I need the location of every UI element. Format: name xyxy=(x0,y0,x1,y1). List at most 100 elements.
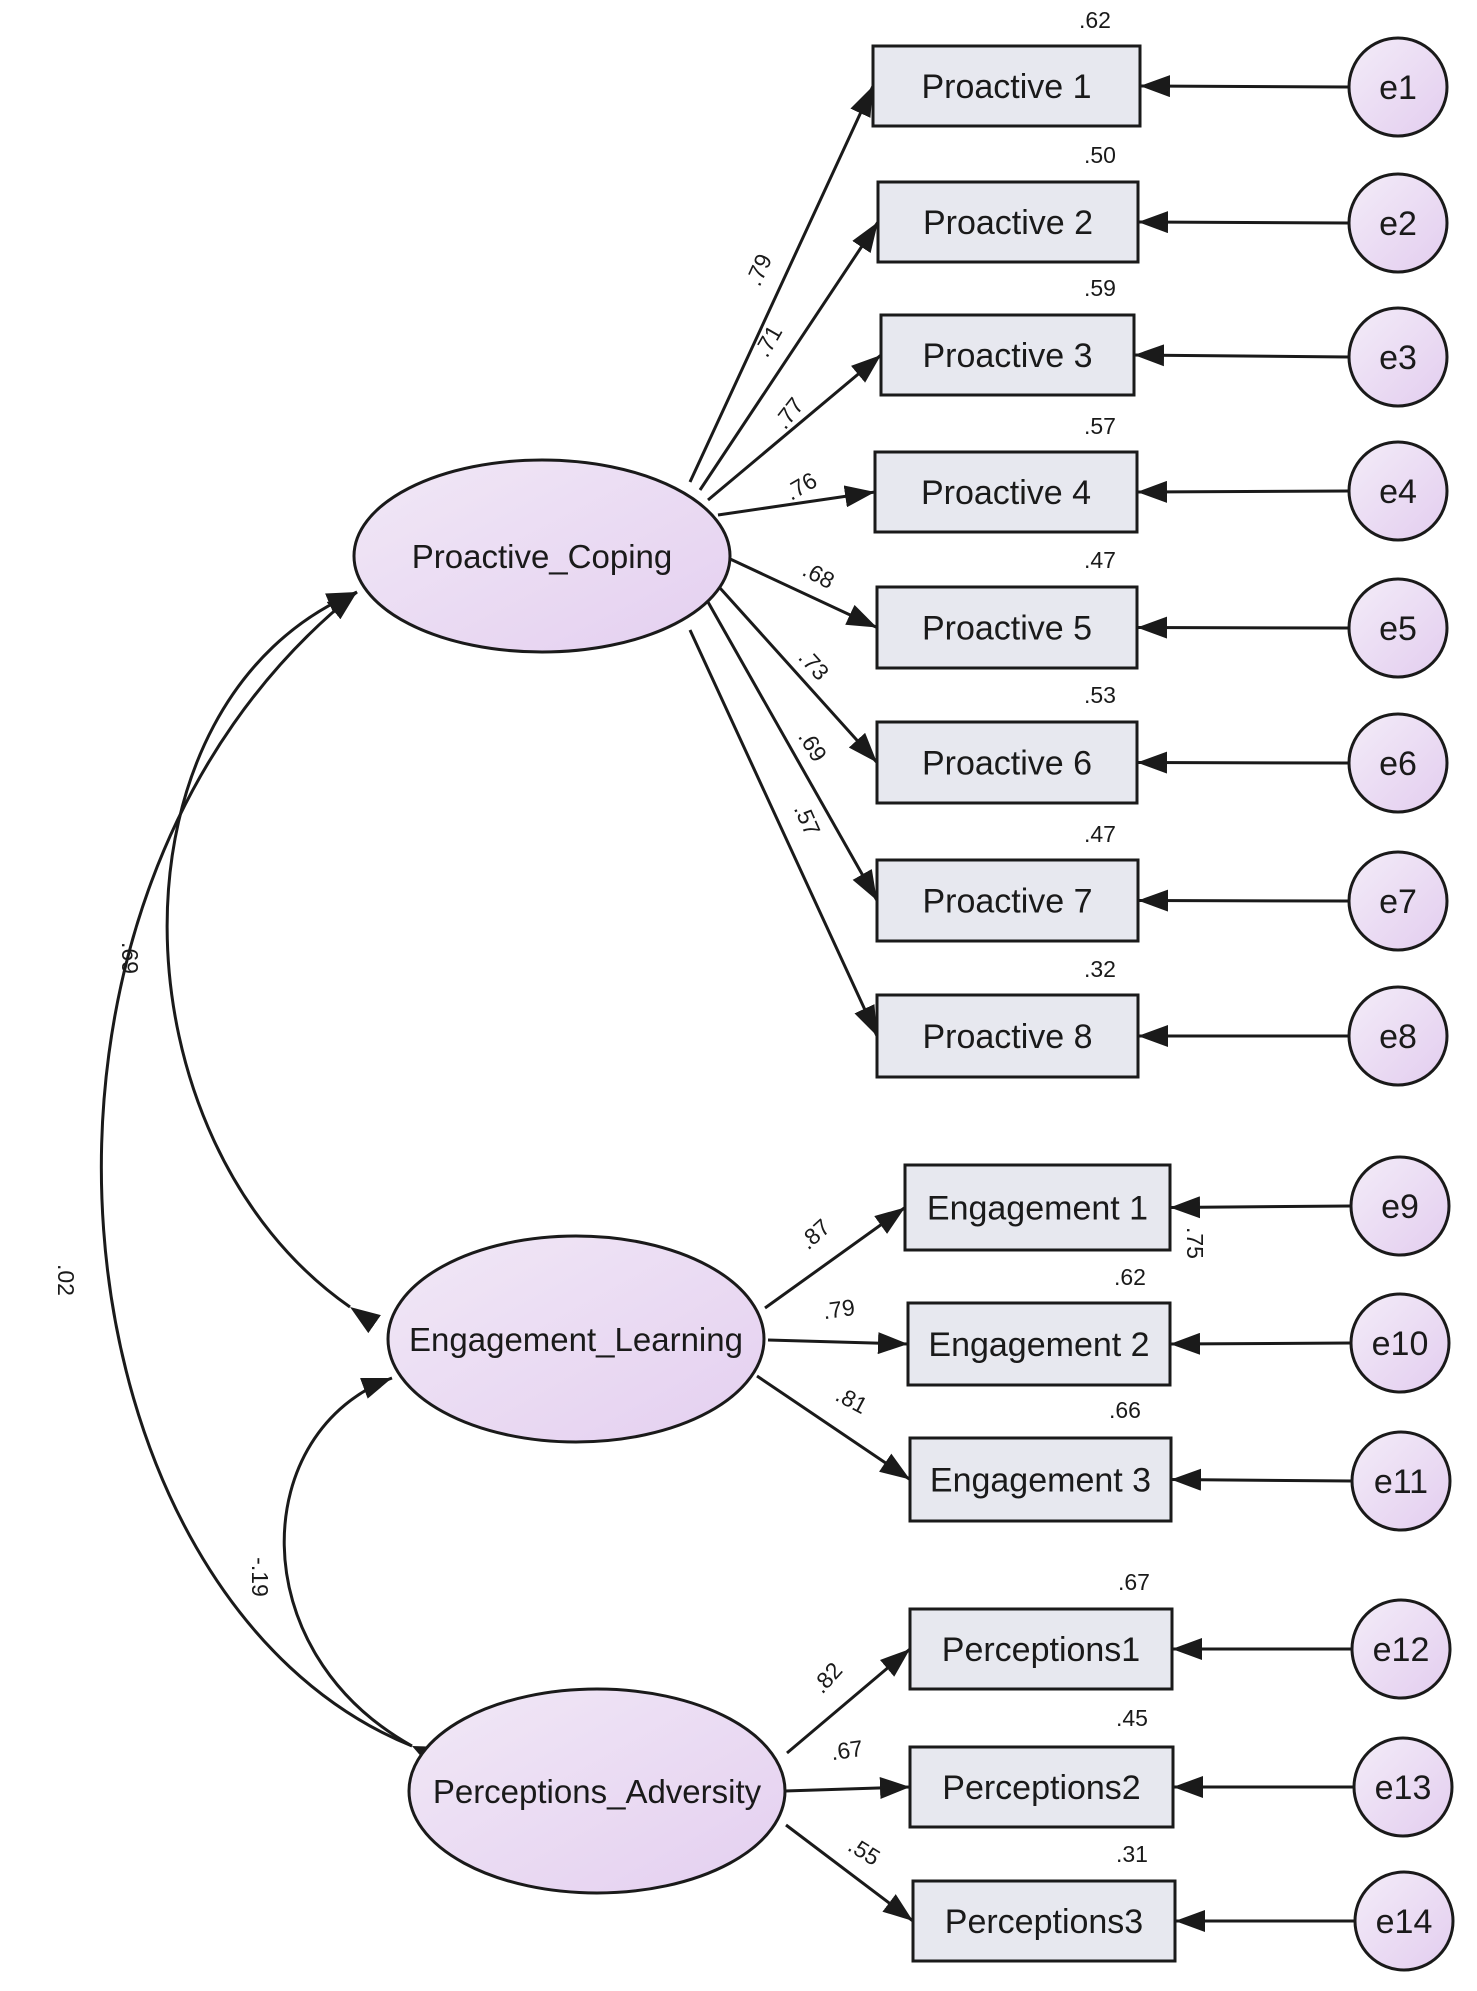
indicator-label: Proactive 4 xyxy=(921,474,1091,512)
r-squared-value: .59 xyxy=(1084,275,1116,301)
indicator-engagement-3: Engagement 3 xyxy=(908,1436,1173,1523)
r-squared-value: .62 xyxy=(1114,1264,1146,1290)
loading-value: .77 xyxy=(769,392,809,433)
error-label: e13 xyxy=(1375,1769,1432,1807)
latent-proactive-coping: Proactive_Coping xyxy=(352,458,732,654)
indicator-box xyxy=(908,1436,1173,1523)
indicator-label: Proactive 7 xyxy=(922,883,1092,921)
loading-path-perceptions2 xyxy=(784,1776,911,1799)
indicator-label: Engagement 3 xyxy=(930,1462,1151,1500)
loading-path-proactive-2 xyxy=(698,221,880,491)
covariance-value: .02 xyxy=(53,1264,79,1296)
indicator-proactive-1: Proactive 1 xyxy=(871,44,1142,128)
indicator-label: Engagement 2 xyxy=(928,1326,1149,1364)
indicator-label: Proactive 5 xyxy=(922,610,1092,648)
covariance-value: .69 xyxy=(117,942,143,974)
loading-value: .79 xyxy=(821,1294,856,1324)
indicator-label: Proactive 2 xyxy=(923,204,1093,242)
loading-path-proactive-6 xyxy=(718,586,879,764)
error-label: e9 xyxy=(1381,1188,1419,1226)
loading-path-engagement-3 xyxy=(756,1374,911,1481)
error-circle xyxy=(1352,1736,1454,1838)
r-squared-value: .47 xyxy=(1084,821,1116,847)
loading-value: .79 xyxy=(740,250,777,290)
r-squared-value: .66 xyxy=(1109,1397,1141,1423)
error-path-e5 xyxy=(1136,616,1350,639)
indicator-perceptions2: Perceptions2 xyxy=(908,1745,1175,1829)
r-squared-value: .32 xyxy=(1084,956,1116,982)
error-term-e1: e1 xyxy=(1347,36,1449,138)
error-circle xyxy=(1349,1292,1451,1394)
latent-ellipse xyxy=(407,1687,787,1895)
error-circle xyxy=(1347,985,1449,1087)
latent-label: Proactive_Coping xyxy=(412,538,673,575)
error-path-e3 xyxy=(1133,344,1350,367)
indicator-box xyxy=(876,180,1140,264)
indicator-engagement-1: Engagement 1 xyxy=(903,1163,1172,1252)
indicator-label: Perceptions2 xyxy=(942,1769,1140,1807)
indicator-label: Proactive 6 xyxy=(922,745,1092,783)
loading-path-proactive-3 xyxy=(707,353,882,502)
indicator-engagement-2: Engagement 2 xyxy=(906,1301,1172,1387)
error-term-e5: e5 xyxy=(1347,577,1449,679)
latent-ellipse xyxy=(352,458,732,654)
indicator-box xyxy=(875,993,1140,1079)
error-term-e2: e2 xyxy=(1347,172,1449,274)
r-squared-value: .45 xyxy=(1116,1705,1148,1731)
loading-value: .82 xyxy=(807,1657,848,1698)
error-circle xyxy=(1347,850,1449,952)
error-label: e3 xyxy=(1379,339,1417,377)
error-label: e4 xyxy=(1379,473,1417,511)
error-term-e6: e6 xyxy=(1347,712,1449,814)
loading-path-proactive-7 xyxy=(706,601,879,902)
indicator-proactive-2: Proactive 2 xyxy=(876,180,1140,264)
error-label: e5 xyxy=(1379,610,1417,648)
indicator-perceptions3: Perceptions3 xyxy=(911,1879,1177,1963)
loading-value: .71 xyxy=(749,321,788,362)
error-label: e14 xyxy=(1376,1903,1433,1941)
error-path-e10 xyxy=(1169,1332,1352,1355)
loading-path-perceptions3 xyxy=(785,1823,914,1923)
indicator-label: Perceptions1 xyxy=(942,1631,1140,1669)
error-circle xyxy=(1347,712,1449,814)
error-path-e7 xyxy=(1137,889,1350,912)
loading-path-perceptions1 xyxy=(786,1647,911,1755)
error-label: e10 xyxy=(1372,1325,1429,1363)
error-term-e4: e4 xyxy=(1347,440,1449,542)
latent-label: Perceptions_Adversity xyxy=(433,1773,762,1810)
indicator-box xyxy=(908,1607,1174,1691)
r-squared-value: .62 xyxy=(1079,7,1111,33)
error-label: e12 xyxy=(1373,1631,1430,1669)
r-squared-value: .57 xyxy=(1084,413,1116,439)
error-term-e3: e3 xyxy=(1347,306,1449,408)
loading-value: .68 xyxy=(799,556,839,594)
indicator-box xyxy=(875,585,1139,670)
error-path-e6 xyxy=(1136,751,1350,774)
error-label: e1 xyxy=(1379,69,1417,107)
r-squared-value: .53 xyxy=(1084,682,1116,708)
r-squared-value: .67 xyxy=(1118,1569,1150,1595)
error-term-e14: e14 xyxy=(1353,1870,1455,1972)
indicator-box xyxy=(875,858,1140,943)
error-circle xyxy=(1353,1870,1455,1972)
error-circle xyxy=(1349,1155,1451,1257)
latent-label: Engagement_Learning xyxy=(409,1321,743,1358)
error-path-e2 xyxy=(1137,211,1350,234)
loading-path-engagement-2 xyxy=(767,1332,909,1355)
loading-value: .87 xyxy=(794,1214,835,1255)
indicator-proactive-4: Proactive 4 xyxy=(873,450,1139,534)
error-label: e2 xyxy=(1379,205,1417,243)
covariance-path-1 xyxy=(165,590,381,1334)
indicator-box xyxy=(879,313,1136,397)
loading-path-proactive-1 xyxy=(688,85,875,483)
indicator-label: Engagement 1 xyxy=(927,1190,1148,1228)
latent-engagement-learning: Engagement_Learning xyxy=(386,1234,766,1444)
covariance-value: -.19 xyxy=(247,1557,273,1597)
error-label: e6 xyxy=(1379,745,1417,783)
r-squared-value: .31 xyxy=(1116,1841,1148,1867)
indicator-box xyxy=(903,1163,1172,1252)
indicator-proactive-6: Proactive 6 xyxy=(875,720,1139,805)
error-circle xyxy=(1347,577,1449,679)
indicator-box xyxy=(908,1745,1175,1829)
error-label: e11 xyxy=(1374,1463,1428,1501)
